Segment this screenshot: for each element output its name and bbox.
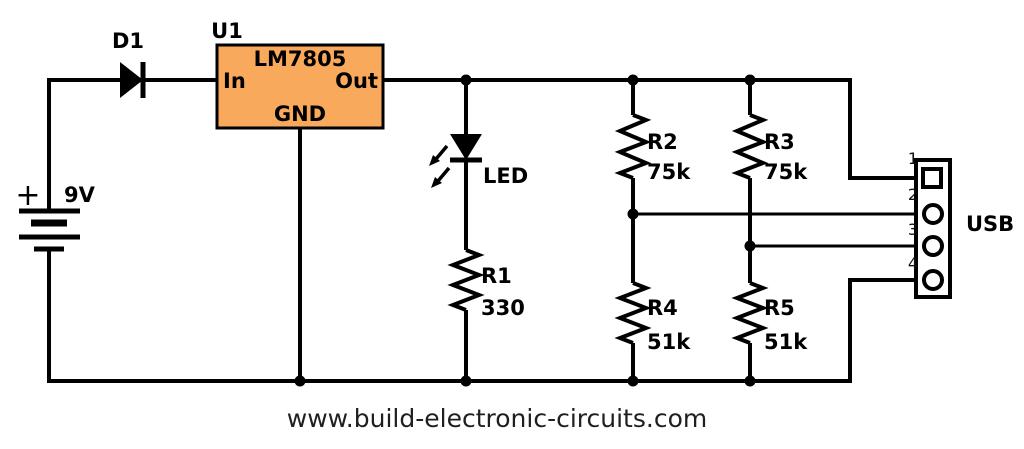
usb-pin3-number: 3 (908, 220, 918, 239)
resistor-zigzag (447, 248, 485, 312)
resistor-ref-label: R4 (647, 296, 678, 320)
usb-pin2-circle (922, 203, 944, 225)
junction-dot (294, 375, 306, 387)
battery-9v: + 9V (15, 178, 96, 252)
usb-connector: 1 2 3 4 USB (908, 149, 1014, 299)
resistor-ref-label: R1 (481, 264, 512, 288)
resistor-r4: R4 51k (614, 281, 691, 354)
regulator-in-pin-label: In (223, 69, 246, 93)
wire-battery-to-diode (47, 78, 120, 211)
junction-dots (294, 74, 756, 387)
junction-dot (744, 74, 756, 86)
website-footer-text: www.build-electronic-circuits.com (287, 404, 707, 433)
led-arrow-head (431, 177, 442, 188)
diode-triangle (120, 62, 143, 98)
led: LED (429, 134, 528, 188)
resistor-r1: R1 330 (447, 248, 525, 320)
led-arrow-shaft (434, 144, 449, 161)
battery-plus-label: + (15, 178, 40, 213)
usb-label: USB (966, 212, 1014, 236)
resistor-ref-label: R5 (764, 296, 795, 320)
junction-dot (460, 375, 472, 387)
resistor-value-label: 330 (481, 296, 525, 320)
junction-dot (627, 375, 639, 387)
usb-pin1-square (921, 167, 943, 189)
resistor-value-label: 51k (764, 330, 808, 354)
regulator-out-pin-label: Out (335, 69, 378, 93)
regulator-u1: U1 LM7805 In Out GND (211, 19, 385, 130)
led-emission-arrows (429, 144, 451, 188)
battery-voltage-label: 9V (64, 183, 96, 207)
resistor-zigzag (731, 113, 769, 180)
resistor-value-label: 75k (647, 160, 691, 184)
usb-pin1-number: 1 (908, 149, 918, 168)
junction-dot (627, 208, 639, 220)
resistor-value-label: 51k (647, 330, 691, 354)
regulator-ref-label: U1 (211, 19, 243, 43)
junction-dot (627, 74, 639, 86)
wire-out-rail-to-pin1 (383, 78, 923, 180)
usb-pin4-circle (922, 269, 944, 291)
junction-dot (744, 240, 756, 252)
resistor-r3: R3 75k (731, 113, 808, 184)
diode-ref-label: D1 (112, 29, 144, 53)
led-triangle (450, 134, 482, 160)
resistor-zigzag (614, 113, 652, 180)
led-label: LED (483, 164, 528, 188)
regulator-gnd-pin-label: GND (274, 102, 326, 126)
regulator-body (215, 43, 385, 130)
resistor-zigzag (731, 281, 769, 345)
led-arrow-head (429, 155, 440, 166)
junction-dot (460, 74, 472, 86)
resistor-r5: R5 51k (731, 281, 808, 354)
regulator-part-label: LM7805 (254, 47, 347, 71)
resistor-r2: R2 75k (614, 113, 691, 184)
diode-d1: D1 (112, 29, 146, 98)
resistor-ref-label: R2 (647, 130, 678, 154)
usb-pin2-number: 2 (908, 185, 918, 204)
resistor-ref-label: R3 (764, 130, 795, 154)
wire-ground-rail-to-pin4 (47, 249, 925, 383)
led-arrow-shaft (436, 166, 451, 183)
junction-dot (744, 375, 756, 387)
resistor-value-label: 75k (764, 160, 808, 184)
wires (47, 78, 925, 383)
usb-pin4-number: 4 (908, 254, 918, 273)
resistor-zigzag (614, 281, 652, 345)
usb-pin3-circle (922, 235, 944, 257)
